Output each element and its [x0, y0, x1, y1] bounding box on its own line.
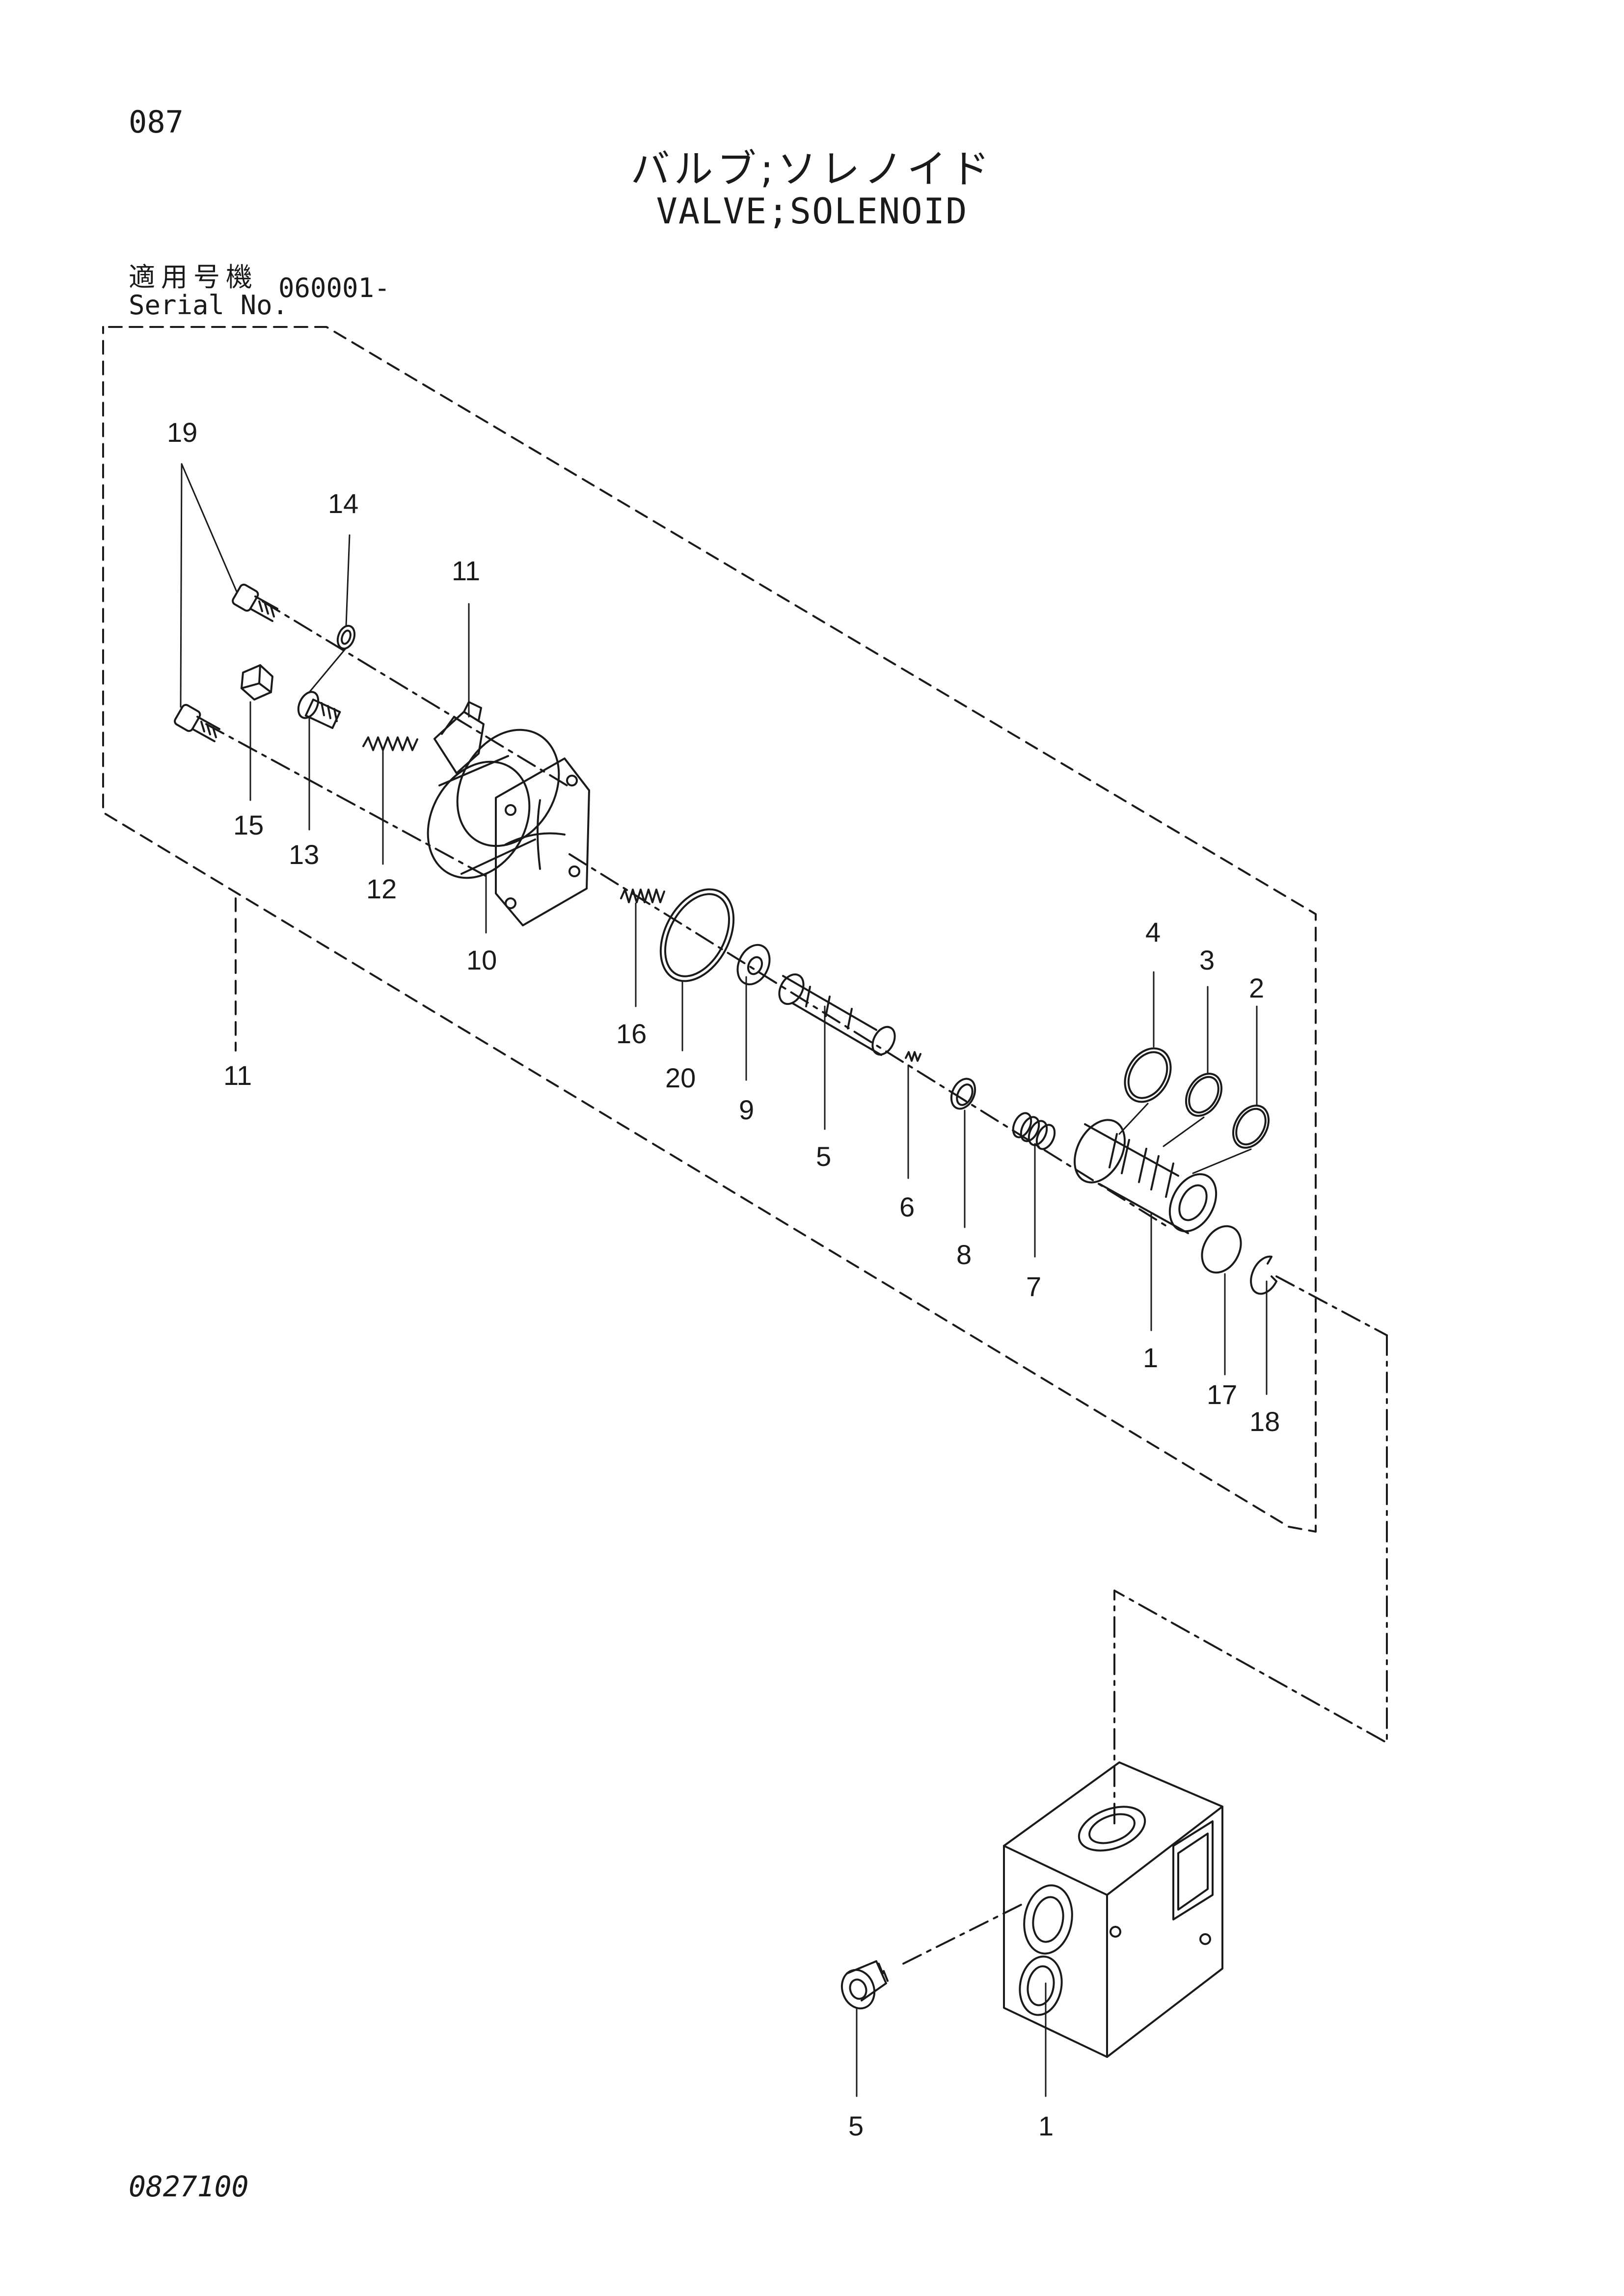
part-9-washer — [736, 944, 771, 986]
callout-12: 12 — [366, 873, 397, 904]
part-19-cap-screw-upper — [232, 583, 278, 622]
callout-1-body: 1 — [1038, 2110, 1054, 2141]
part-1-valve-body — [1003, 1761, 1223, 2058]
part-12-spring — [362, 736, 418, 751]
part-8-ring — [950, 1078, 976, 1110]
callout-13: 13 — [289, 839, 319, 870]
page-number: 087 — [129, 104, 184, 140]
callout-3: 3 — [1199, 945, 1215, 975]
part-7-spring — [1012, 1112, 1056, 1150]
callout-5-plug: 5 — [848, 2110, 864, 2141]
callout-2: 2 — [1249, 972, 1264, 1003]
callout-6: 6 — [899, 1191, 915, 1222]
assembly-boundary — [102, 326, 1317, 1533]
part-2-o-ring — [1232, 1105, 1270, 1149]
callout-19: 19 — [167, 417, 197, 448]
callout-17: 17 — [1207, 1379, 1237, 1410]
serial-number-value: 060001- — [278, 272, 390, 303]
part-20-o-ring — [659, 888, 735, 982]
callout-18: 18 — [1249, 1406, 1280, 1437]
part-5-plug — [840, 1960, 889, 2010]
callout-9: 9 — [739, 1094, 754, 1125]
part-18-retaining-ring — [1250, 1255, 1277, 1295]
callout-10: 10 — [466, 945, 497, 975]
serial-label-japanese: 適用号機 — [129, 262, 258, 293]
callout-11-assembly: 11 — [223, 1060, 252, 1091]
assembly-axis-lines — [205, 600, 1388, 1965]
part-5-spool — [778, 973, 896, 1056]
serial-label-english: Serial No. — [129, 290, 289, 321]
callout-20: 20 — [665, 1062, 696, 1093]
part-11-connector — [433, 701, 485, 774]
part-16-spring — [620, 889, 665, 903]
part-15-nut — [241, 664, 273, 701]
callout-11-connector: 11 — [452, 555, 480, 586]
callout-16: 16 — [616, 1018, 647, 1049]
part-3-o-ring — [1185, 1073, 1223, 1117]
callout-4: 4 — [1145, 917, 1161, 947]
leader-lines — [180, 463, 1268, 2097]
callout-7: 7 — [1026, 1271, 1041, 1302]
part-19-cap-screw-lower — [174, 703, 220, 742]
part-10-solenoid-body — [427, 729, 590, 926]
part-17-plug — [1201, 1225, 1242, 1274]
callout-5-spool: 5 — [816, 1141, 831, 1172]
part-6-spring — [905, 1051, 921, 1062]
title-english: VALVE;SOLENOID — [656, 190, 968, 232]
callout-15: 15 — [233, 810, 264, 840]
part-13-adjust-screw — [297, 691, 341, 729]
part-4-o-ring — [1124, 1047, 1172, 1103]
callout-8: 8 — [956, 1239, 972, 1270]
callout-1-sleeve: 1 — [1143, 1342, 1158, 1373]
part-14-o-ring — [336, 624, 356, 650]
drawing-code: 0827100 — [129, 2170, 249, 2203]
part-1-sleeve — [1074, 1119, 1218, 1234]
title-japanese: バルブ;ソレノイド — [630, 146, 994, 192]
callout-14: 14 — [328, 488, 358, 519]
